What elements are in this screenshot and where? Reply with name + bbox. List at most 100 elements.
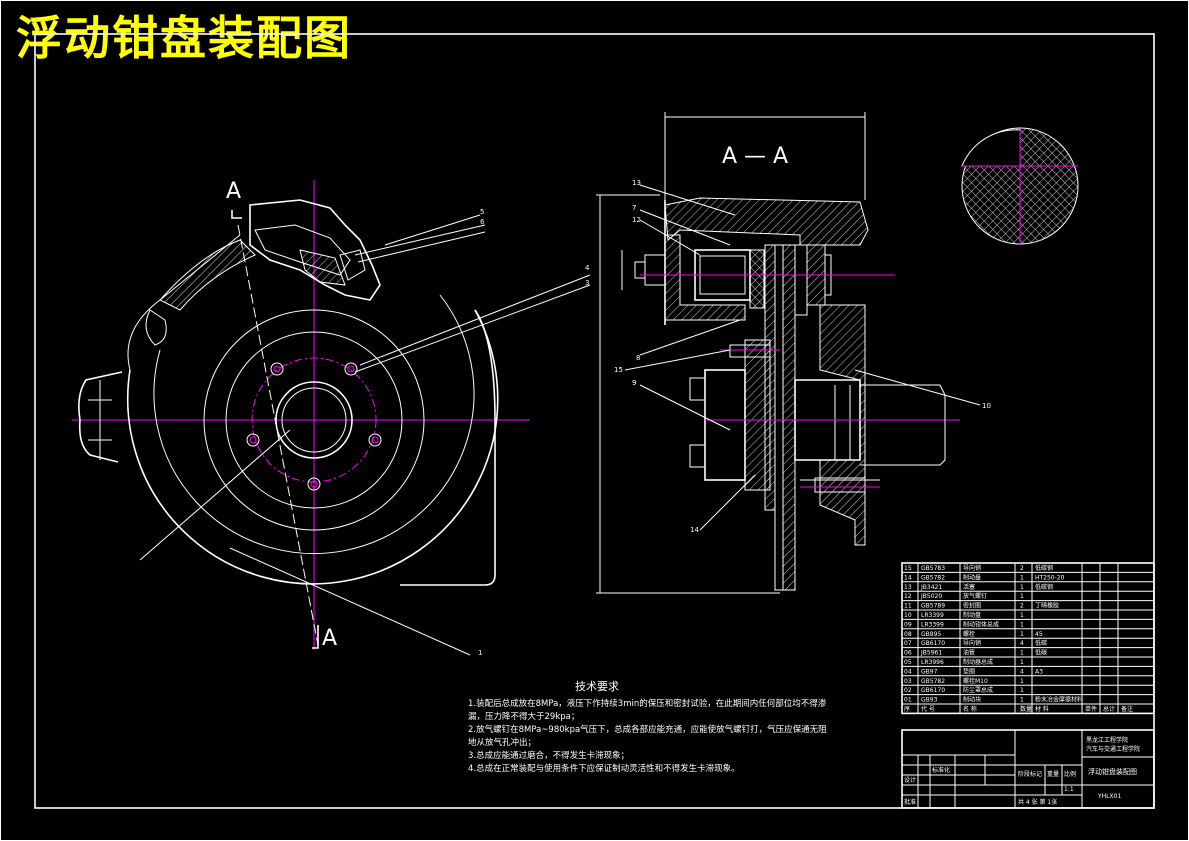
parts-list-cell: 1 [1020,584,1024,591]
parts-list-cell: 2 [1020,565,1024,572]
parts-list-cell: 低碳钢 [1035,583,1053,591]
parts-list-cell: GB93 [921,697,938,704]
parts-list-cell: 1 [1020,697,1024,704]
callout-3: 3 [585,279,589,287]
parts-list-cell: LR3996 [921,659,944,666]
note-line-5: 3.总成应能通过磨合，不得发生卡滞现象； [468,750,629,761]
parts-list-cell: 15 [904,565,912,572]
parts-list-cell: 03 [904,678,912,685]
parts-list-cell: 制动钳体总成 [963,620,999,628]
school-name: 黑龙江工程学院 [1086,736,1128,744]
front-view: A A 5 6 4 3 1 [72,179,591,657]
note-line-6: 4.总成在正常装配与使用条件下应保证制动灵活性和不得发生卡滞现象。 [468,763,740,774]
parts-list-cell: 10 [904,612,912,619]
parts-list-cell: 导向销 [963,564,981,572]
scale-value: 1:1 [1064,786,1074,793]
parts-list-cell: 02 [904,687,912,694]
parts-list-cell: 06 [904,650,912,657]
callout-14: 14 [690,526,699,534]
parts-list-cell: GB5782 [921,574,945,581]
parts-list-header-cell: 代 号 [921,705,935,713]
bolt-holes [246,362,382,491]
callout-6: 6 [480,218,485,226]
parts-list-cell: GB895 [921,631,941,638]
section-marker-bottom: A [322,626,337,651]
parts-list-cell: 4 [1020,640,1024,647]
note-line-1: 1.装配后总成放在8MPa，液压下作持续3min的保压和密封试验，在此期间内任何… [468,698,827,709]
parts-list-cell: 13 [904,584,912,591]
parts-list-header-cell: 总计 [1103,705,1115,713]
section-marker-top: A [226,179,241,204]
callout-9: 9 [632,379,636,387]
parts-list-header-cell: 数量 [1020,705,1032,713]
parts-list-cell: 2 [1020,603,1024,610]
parts-list-cell: 密封圈 [963,602,981,610]
callout-13: 13 [632,179,641,187]
parts-list-cell: LR3399 [921,612,944,619]
parts-list-cell: 低碳 [1035,639,1047,647]
callout-8: 8 [636,354,640,362]
callout-7: 7 [632,204,636,212]
section-view-label: A — A [722,144,788,169]
parts-list-header-cell: 备注 [1121,705,1133,713]
parts-list-cell: JB3421 [920,584,942,591]
parts-list-cell: 09 [904,621,912,628]
callout-10: 10 [982,402,991,410]
stage-mark-label: 阶段标记 [1018,770,1042,778]
drawing-title: 浮动钳盘装配图 [16,11,352,65]
parts-list-cell: 制动盘 [963,611,981,619]
parts-list-cell: 1 [1020,612,1024,619]
parts-list-cell: 低碳钢 [1035,564,1053,572]
note-line-4: 地从放气孔冲出； [468,737,536,748]
parts-list-cell: 螺栓 [963,630,975,638]
parts-list-cell: 1 [1020,593,1024,600]
parts-list-cell: 08 [904,631,912,638]
callout-1: 1 [478,649,482,657]
parts-list-cell: JB5020 [920,593,942,600]
parts-list-cell: 丁晴橡胶 [1035,602,1059,610]
section-view: A — A [596,112,991,594]
inner-border [34,33,1155,809]
parts-list-cell: GB5782 [921,678,945,685]
scale-label: 比例 [1064,770,1076,778]
parts-list-cell: 1 [1020,659,1024,666]
parts-list-cell: 1 [1020,631,1024,638]
parts-list-header-cell: 序 [904,705,910,713]
parts-list-cell: 螺栓M10 [963,677,988,685]
parts-list-cell: LR3399 [921,621,944,628]
parts-list-cell: 45 [1035,631,1043,638]
parts-list-cell: 4 [1020,668,1024,675]
department-name: 汽车与交通工程学院 [1086,745,1140,753]
parts-list-header-cell: 名 称 [963,705,977,713]
parts-list-cell: 制动盘 [963,573,981,581]
parts-list-cell: GB5789 [921,603,945,610]
weight-label: 重量 [1047,770,1059,778]
parts-list-cell: 11 [904,603,912,610]
parts-list-cell: GB6170 [921,687,945,694]
title-block: 黑龙江工程学院 汽车与交通工程学院 浮动钳盘装配图 YHLX01 1:1 共 4… [901,729,1155,809]
parts-list-cell: 放气螺钉 [963,592,987,600]
parts-list-cell: 04 [904,668,912,675]
drawing-number: YHLX01 [1097,793,1121,800]
parts-list-cell: 1 [1020,687,1024,694]
parts-list-cell: 粉末冶金摩擦材料 [1035,696,1083,704]
drawing-name: 浮动钳盘装配图 [1088,767,1137,776]
parts-list-header-cell: 单件 [1085,705,1097,713]
technical-notes: 技术要求 1.装配后总成放在8MPa，液压下作持续3min的保压和密封试验，在此… [468,680,827,774]
parts-list-cell: A3 [1035,668,1043,675]
callout-12: 12 [632,216,641,224]
parts-list-cell: GB5783 [921,565,945,572]
callout-15: 15 [614,366,623,374]
designer-label: 设计 [904,776,916,784]
parts-list-cell: GB6170 [921,640,945,647]
parts-list-cell: 12 [904,593,912,600]
parts-list-header-cell: 材 料 [1035,705,1049,713]
parts-list-cell: 垫圈 [963,667,975,675]
parts-list-cell: 1 [1020,650,1024,657]
notes-heading: 技术要求 [575,680,619,693]
detail-view [961,127,1079,245]
parts-list-cell: 07 [904,640,912,647]
parts-list-cell: JB5961 [920,650,942,657]
parts-list-cell: 14 [904,574,912,581]
